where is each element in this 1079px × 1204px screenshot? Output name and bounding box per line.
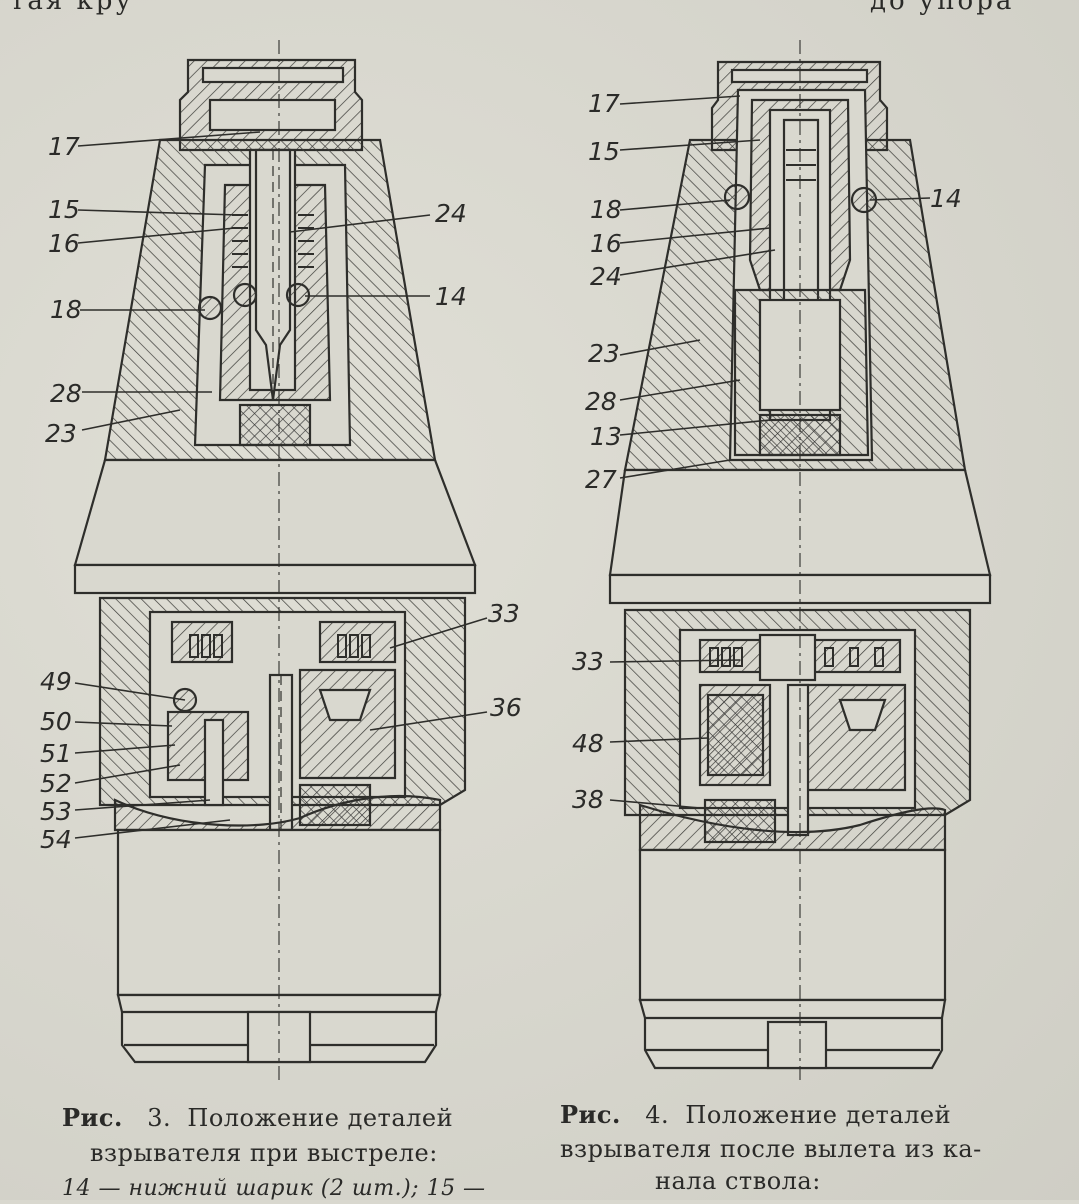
fig3-label: 14 (435, 282, 467, 311)
fig4-label: 27 (585, 465, 617, 494)
fig3-caption-number: 3. (147, 1104, 172, 1132)
fig3-label: 18 (50, 295, 82, 324)
fig3-caption-prefix: Рис. (62, 1103, 123, 1132)
fig3-label: 50 (40, 707, 72, 736)
fig3-label: 49 (40, 667, 72, 696)
fig3-label: 51 (40, 739, 72, 768)
fig4-label: 14 (930, 184, 962, 213)
fig4-caption-number: 4. (645, 1101, 670, 1129)
fig3-label: 28 (50, 379, 82, 408)
figure4-drawing (608, 40, 992, 1085)
fig4-caption-title: Положение деталей (685, 1101, 952, 1129)
fig4-label: 38 (572, 785, 604, 814)
fig4-label: 28 (585, 387, 617, 416)
top-text-left: тая кру (10, 0, 134, 16)
figure4-caption-line3: нала ствола: (655, 1167, 821, 1195)
fig3-label: 15 (48, 195, 80, 224)
figure3-labels: 17 15 16 18 28 23 24 14 33 49 50 51 52 5… (40, 132, 522, 854)
fig4-label: 23 (588, 339, 620, 368)
fig3-caption-title: Положение деталей (187, 1104, 454, 1132)
figure4-caption-line2: взрывателя после вылета из ка- (560, 1135, 982, 1163)
fig4-label: 24 (590, 262, 622, 291)
fig3-label: 54 (40, 825, 72, 854)
fig3-label: 33 (488, 599, 520, 628)
fig4-label: 33 (572, 647, 604, 676)
fig3-label: 24 (435, 199, 467, 228)
figure3-caption-line3: 14 — нижний шарик (2 шт.); 15 — (62, 1176, 486, 1201)
fig4-label: 17 (588, 89, 620, 118)
figure3-caption-line1: Рис. 3. Положение деталей (62, 1103, 453, 1133)
figure4-leaders (609, 95, 931, 809)
fig4-label: 48 (572, 729, 604, 758)
figure3-leaders (74, 131, 488, 839)
fig3-label: 17 (48, 132, 80, 161)
fig3-label: 53 (40, 797, 72, 826)
fig3-label: 23 (45, 419, 77, 448)
figure4-caption-line1: Рис. 4. Положение деталей (560, 1100, 951, 1130)
fig4-label: 18 (590, 195, 622, 224)
fig3-label: 36 (490, 693, 522, 722)
top-text-right: до упора (870, 0, 1015, 16)
fig3-label: 16 (48, 229, 80, 258)
fig4-caption-prefix: Рис. (560, 1100, 621, 1129)
fig4-label: 13 (590, 422, 622, 451)
figure3-drawing (73, 40, 477, 1080)
fig3-label: 52 (40, 769, 72, 798)
figure3-caption-line2: взрывателя при выстреле: (90, 1139, 438, 1167)
figure4-labels: 17 15 18 16 24 14 23 28 13 27 33 48 38 (572, 89, 962, 814)
fig4-label: 16 (590, 229, 622, 258)
fig4-label: 15 (588, 137, 620, 166)
